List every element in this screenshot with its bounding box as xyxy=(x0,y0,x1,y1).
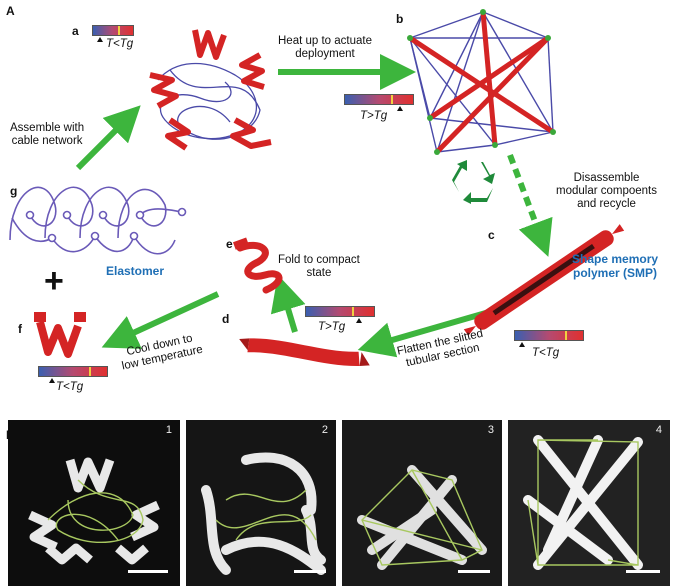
photo-2: 2 xyxy=(186,420,336,586)
photo-number-1: 1 xyxy=(165,424,172,436)
recycle-arrow xyxy=(507,153,553,257)
panel-c-label: c xyxy=(488,228,495,242)
elastomer-label: Elastomer xyxy=(106,264,165,278)
folding-coil-illustration xyxy=(232,237,283,294)
photo-1-image xyxy=(28,457,168,573)
plus-sign: + xyxy=(44,262,64,300)
elastomer-cable-illustration xyxy=(9,186,187,255)
panel-b-label: b xyxy=(396,12,404,26)
temp-label-c: T<Tg xyxy=(532,347,560,359)
assemble-caption: Assemble with cable network xyxy=(10,122,85,147)
panel-d-label: d xyxy=(222,312,230,326)
scale-bar xyxy=(626,570,660,573)
temp-bar-f xyxy=(38,366,108,383)
section-a-label: A xyxy=(6,4,15,18)
folded-strut-illustration xyxy=(34,312,86,358)
recycle-icon xyxy=(452,160,495,204)
photo-number-4: 4 xyxy=(655,424,662,436)
cool-arrow xyxy=(101,291,220,349)
panel-f-label: f xyxy=(18,322,22,336)
compact-tensegrity-illustration xyxy=(149,29,272,151)
temp-label-d: T>Tg xyxy=(318,321,346,333)
panel-a-label: a xyxy=(72,24,79,38)
disassemble-caption: Disassemble modular compoents and recycl… xyxy=(556,172,657,210)
scale-bar xyxy=(294,570,326,573)
fold-caption: Fold to compact state xyxy=(278,254,360,279)
temp-label-b: T>Tg xyxy=(360,110,388,122)
deployed-tensegrity-illustration xyxy=(407,9,556,155)
temp-bar-b xyxy=(344,94,414,111)
diagram-canvas xyxy=(9,9,625,367)
panel-e-label: e xyxy=(226,237,233,251)
temp-label-a: T<Tg xyxy=(106,38,134,50)
photo-number-2: 2 xyxy=(321,424,328,436)
photo-3-image xyxy=(357,465,490,573)
photo-4-image xyxy=(523,435,660,573)
temp-label-f: T<Tg xyxy=(56,381,84,393)
scale-bar xyxy=(458,570,490,573)
smp-label: Shape memory polymer (SMP) xyxy=(572,252,659,280)
scale-bar xyxy=(128,570,168,573)
temp-bar-d xyxy=(305,306,375,323)
assemble-arrow xyxy=(75,105,141,171)
heat-caption: Heat up to actuate deployment xyxy=(278,35,372,60)
flatten-arrow xyxy=(357,307,497,358)
flattened-strip-illustration xyxy=(239,338,370,367)
temp-bar-a xyxy=(92,25,134,42)
temp-bar-c xyxy=(514,330,584,347)
photo-3: 3 xyxy=(342,420,502,586)
fold-arrow xyxy=(270,274,306,333)
smp-tube-illustration xyxy=(463,224,625,336)
panel-g-label: g xyxy=(10,184,18,198)
photo-2-image xyxy=(201,452,326,575)
photo-4: 4 xyxy=(508,420,670,586)
photo-number-3: 3 xyxy=(487,424,494,436)
photo-1: 1 xyxy=(8,420,180,586)
